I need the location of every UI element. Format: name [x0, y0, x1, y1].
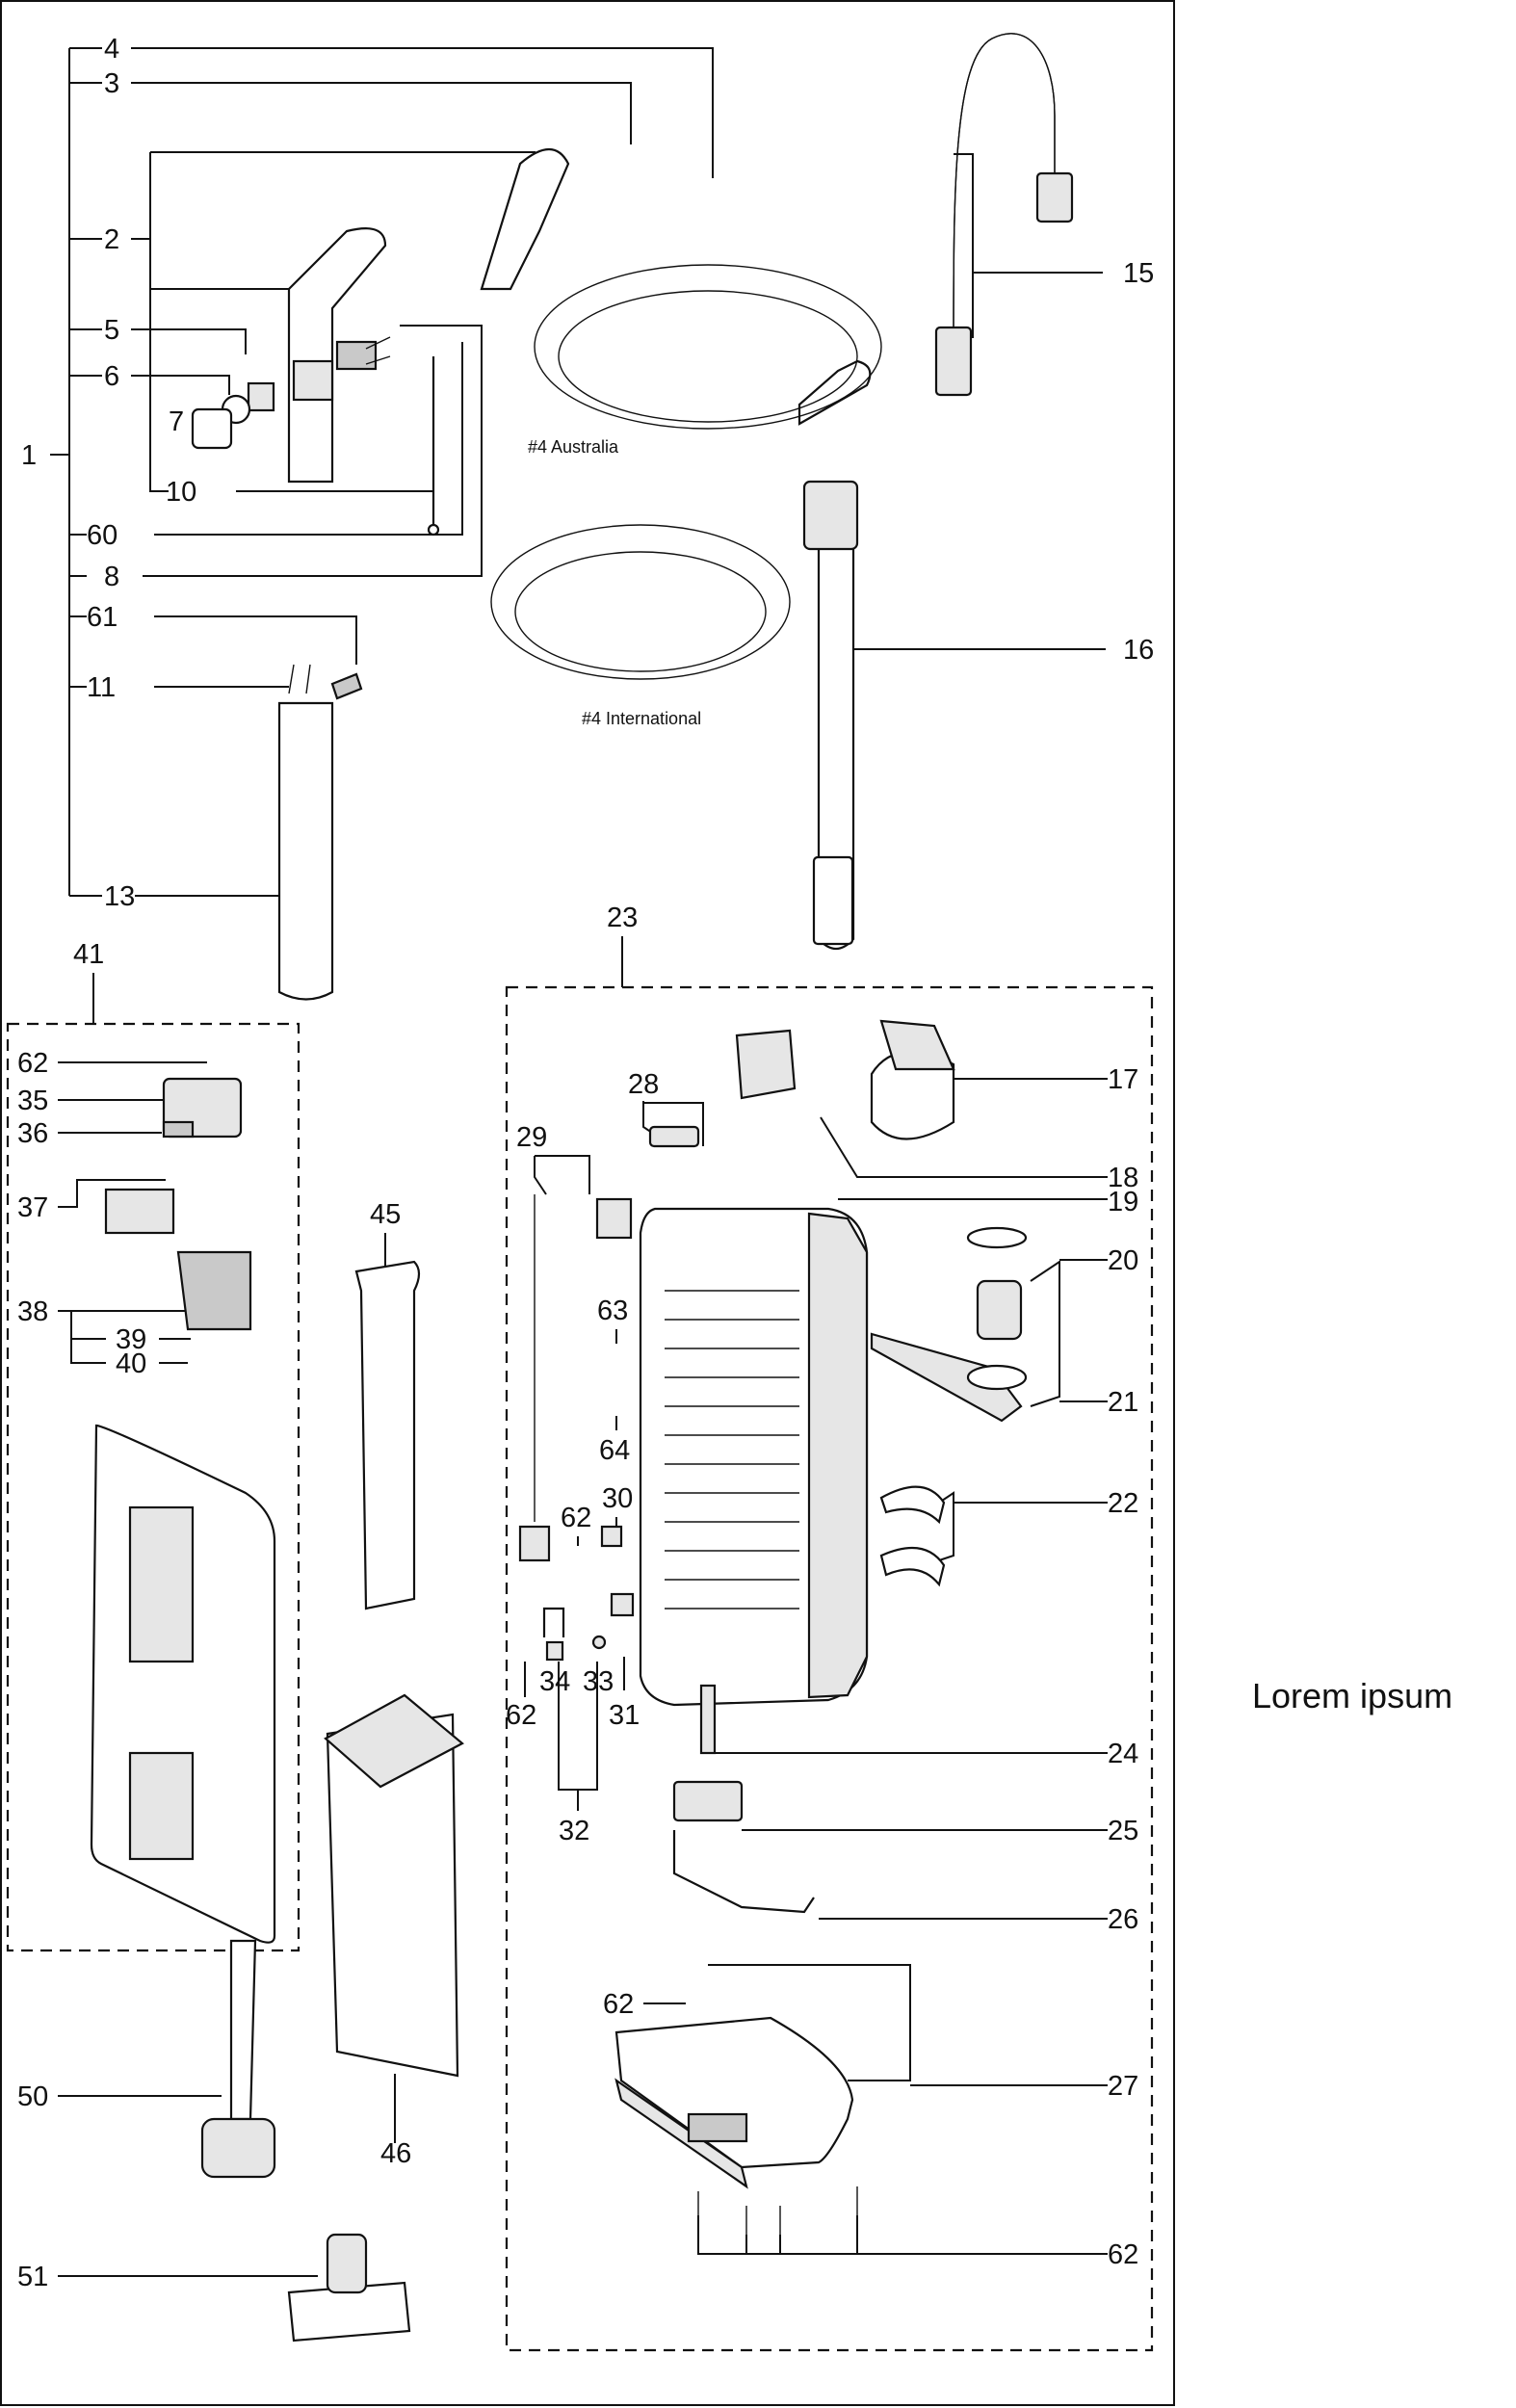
callout-17: 17 [1108, 1064, 1138, 1095]
callout-35: 35 [17, 1086, 48, 1116]
callout-11: 11 [87, 672, 116, 703]
parts [6, 33, 1154, 2352]
callout-64: 64 [599, 1435, 630, 1466]
callout-23: 23 [607, 903, 638, 933]
handle-grip-part [480, 148, 570, 291]
callout-16: 16 [1123, 635, 1154, 666]
callout-31: 31 [609, 1700, 640, 1731]
callout-36: 36 [17, 1118, 48, 1149]
callout-3: 3 [104, 68, 119, 99]
callout-25: 25 [1108, 1816, 1138, 1846]
callout-19: 19 [1108, 1187, 1138, 1217]
callout-22: 22 [1108, 1488, 1138, 1519]
callout-39: 39 [116, 1324, 146, 1355]
callout-27: 27 [1108, 2071, 1138, 2102]
callout-13: 13 [104, 881, 135, 912]
callout-7: 7 [169, 406, 184, 437]
side-note: Lorem ipsum [1252, 1676, 1453, 1715]
leader-lines [50, 47, 1108, 2277]
callout-62-d: 62 [561, 1503, 591, 1533]
callout-5: 5 [104, 315, 119, 346]
callout-32: 32 [559, 1816, 589, 1846]
caption-australia: #4 Australia [528, 437, 619, 457]
callout-45: 45 [370, 1199, 401, 1230]
group-23-box [505, 985, 1154, 2352]
lower-tube-part [277, 701, 334, 1001]
callout-51: 51 [17, 2262, 48, 2292]
callout-38: 38 [17, 1296, 48, 1327]
power-cord-international [490, 524, 791, 680]
callout-34: 34 [539, 1666, 570, 1697]
callout-62-a: 62 [17, 1048, 48, 1079]
callout-30: 30 [602, 1483, 633, 1514]
power-cord-australia [534, 264, 882, 430]
callout-62-c: 62 [603, 1989, 634, 2020]
callout-61: 61 [87, 602, 118, 633]
callout-21: 21 [1108, 1387, 1138, 1418]
callout-labels: 46 4 3 2 1 5 6 7 10 60 8 61 11 13 15 16 … [17, 34, 1154, 2292]
callout-6: 6 [104, 361, 119, 392]
front-cover-part [90, 1424, 276, 1944]
filter-bag-part [354, 1260, 421, 1610]
callout-15: 15 [1123, 258, 1154, 289]
callout-63: 63 [597, 1296, 628, 1326]
group-41-box [6, 1022, 301, 1952]
callout-41: 41 [73, 939, 104, 970]
callout-46: 46 [380, 2138, 411, 2169]
callout-1: 1 [21, 440, 37, 471]
callout-62-b: 62 [1108, 2239, 1138, 2270]
callout-29: 29 [516, 1122, 547, 1153]
callout-8: 8 [104, 562, 119, 592]
callout-26: 26 [1108, 1904, 1138, 1935]
callout-40: 40 [116, 1348, 146, 1379]
base-tray-part [614, 2016, 854, 2169]
callout-33: 33 [583, 1666, 614, 1697]
caption-international: #4 International [582, 709, 701, 728]
callout-62-e: 62 [506, 1700, 536, 1731]
callout-60: 60 [87, 520, 118, 551]
callout-10: 10 [166, 477, 196, 508]
diagram-frame [0, 0, 1175, 2406]
crevice-tool-part [229, 1939, 257, 2121]
callout-24: 24 [1108, 1739, 1138, 1769]
callout-2: 2 [104, 224, 119, 255]
callout-20: 20 [1108, 1245, 1138, 1276]
callout-18: 18 [1108, 1163, 1138, 1193]
callout-4: 4 [104, 34, 119, 65]
callout-50: 50 [17, 2081, 48, 2112]
callout-28: 28 [628, 1069, 659, 1100]
callout-37: 37 [17, 1192, 48, 1223]
